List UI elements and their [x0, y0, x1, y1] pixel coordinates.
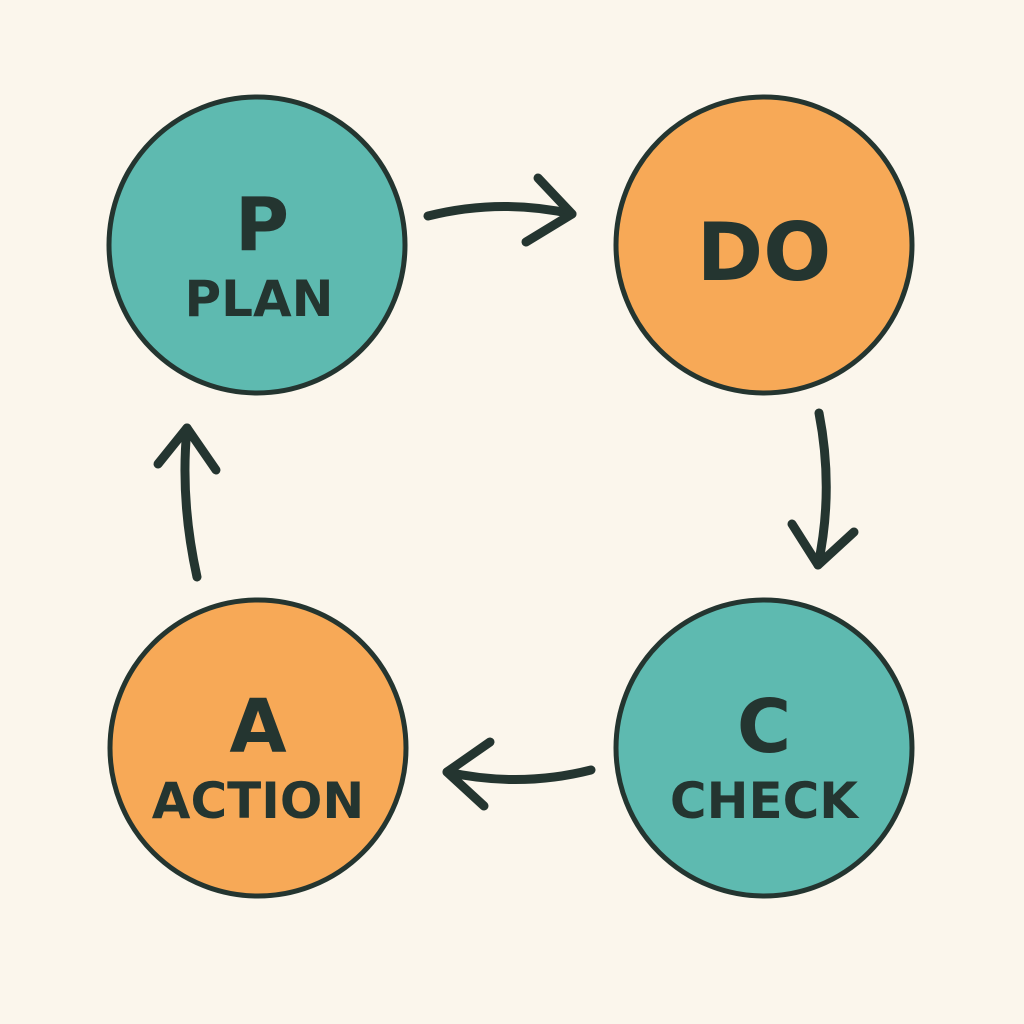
plan-label: PLAN [184, 270, 333, 328]
action-circle [107, 597, 409, 899]
check-node: C CHECK [613, 597, 915, 899]
check-label: CHECK [670, 772, 860, 830]
arrow-left-icon [442, 737, 596, 811]
plan-node: P PLAN [106, 94, 408, 396]
action-node: A ACTION [107, 597, 409, 899]
arrow-up-icon [153, 423, 221, 582]
check-letter: C [737, 684, 791, 770]
action-letter: A [229, 684, 286, 770]
plan-letter: P [235, 182, 289, 268]
arrow-right-icon [423, 173, 577, 247]
do-node: DO [613, 94, 915, 396]
do-label: DO [697, 206, 831, 299]
plan-circle [106, 94, 408, 396]
action-label: ACTION [152, 772, 364, 830]
do-circle [613, 94, 915, 396]
arrow-down-icon [787, 408, 859, 570]
check-circle [613, 597, 915, 899]
